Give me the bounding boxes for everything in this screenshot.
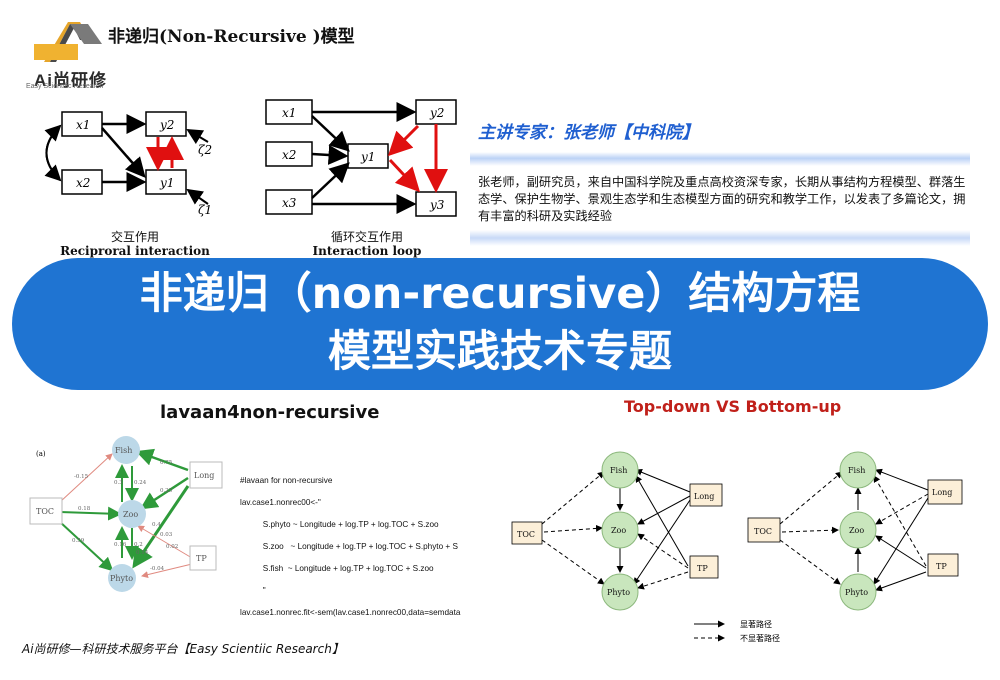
expert-description: 张老师，副研究员，来自中国科学院及重点高校资深专家，长期从事结构方程模型、群落生… xyxy=(478,175,966,223)
node-long: Long xyxy=(194,471,214,480)
page-title: 非递归(Non-Recursive )模型 xyxy=(108,27,355,47)
coef-label: 0.75 xyxy=(160,460,173,466)
node-phyto: Phyto xyxy=(110,574,133,583)
panel-label: (a) xyxy=(36,450,46,458)
coef-label: 0.24 xyxy=(134,480,147,486)
reciprocal-caption-cn: 交互作用 xyxy=(110,230,159,244)
node-x1: x1 xyxy=(282,106,296,120)
node-y1: y1 xyxy=(159,176,174,190)
node-x2: x2 xyxy=(282,148,296,162)
coef-label: 0.02 xyxy=(166,544,178,550)
coef-label: -0.15 xyxy=(74,474,89,480)
footer-text: Ai尚研修—科研技术服务平台【Easy Scientiic Research】 xyxy=(22,642,344,656)
coef-label: 0.25 xyxy=(160,488,173,494)
banner-title-line1: 非递归（non-recursive）结构方程 xyxy=(139,269,861,319)
code-line: #lavaan for non-recursive xyxy=(240,476,333,485)
node-fish: Fish xyxy=(115,446,132,455)
node-y2: y2 xyxy=(429,106,444,120)
node-long: Long xyxy=(932,488,952,497)
loop-caption-en: Interaction loop xyxy=(312,244,422,258)
node-fish: Fish xyxy=(848,466,865,475)
lavaan-path-diagram: (a) Fish Zoo Phyto TOC Long TP -0.15 0.3… xyxy=(29,436,223,592)
node-y3: y3 xyxy=(429,198,445,212)
coef-label: 0.14 xyxy=(136,550,149,556)
node-tp: TP xyxy=(196,554,207,563)
node-x1: x1 xyxy=(76,118,90,132)
legend-dashed: 不显著路径 xyxy=(740,633,780,643)
topdown-diagrams: Fish Zoo Phyto TOC Long TP Fish Zoo Phyt… xyxy=(511,451,963,643)
reciprocal-caption-en: Reciproral interaction xyxy=(60,244,210,258)
logo-icon xyxy=(34,22,102,62)
code-line: " xyxy=(240,586,266,595)
node-zoo: Zoo xyxy=(611,526,626,535)
code-line: S.phyto ~ Longitude + log.TP + log.TOC +… xyxy=(240,520,439,529)
topdown-section-title: Top-down VS Bottom-up xyxy=(624,397,842,416)
node-y1: y1 xyxy=(360,150,375,164)
node-y2: y2 xyxy=(159,118,174,132)
node-toc: TOC xyxy=(517,530,535,539)
node-zeta2: ζ2 xyxy=(198,143,212,157)
node-x3: x3 xyxy=(282,196,297,210)
node-zoo: Zoo xyxy=(123,510,138,519)
node-toc: TOC xyxy=(36,507,54,516)
logo-name: Ai尚研修 xyxy=(34,71,107,90)
node-zoo: Zoo xyxy=(849,526,864,535)
coef-label: 0.4 xyxy=(152,522,161,528)
coef-label: 0.3 xyxy=(114,480,123,486)
coef-label: 0.16 xyxy=(114,542,127,548)
code-line: S.zoo ~ Longitude + log.TP + log.TOC + S… xyxy=(240,542,458,551)
expert-bottom-bar xyxy=(470,230,970,246)
legend-solid: 显著路径 xyxy=(740,619,772,629)
coef-label: 0.59 xyxy=(72,538,85,544)
coef-label: 0.2 xyxy=(134,542,143,548)
coef-label: -0.04 xyxy=(150,566,165,572)
node-tp: TP xyxy=(936,562,947,571)
code-line: lav.case1.nonrec00<-" xyxy=(240,498,321,507)
logo-subtitle: Easy Scientific Research xyxy=(26,83,104,90)
node-long: Long xyxy=(694,492,714,501)
coef-label: 0.18 xyxy=(78,506,91,512)
expert-title-bar xyxy=(470,152,970,166)
node-phyto: Phyto xyxy=(607,588,630,597)
banner-title-line2: 模型实践技术专题 xyxy=(328,327,672,377)
coef-label: 0.03 xyxy=(160,532,173,538)
node-fish: Fish xyxy=(610,466,627,475)
node-x2: x2 xyxy=(76,176,90,190)
lavaan-section-title: lavaan4non-recursive xyxy=(160,402,380,423)
node-toc: TOC xyxy=(754,527,772,536)
lavaan-code-block: #lavaan for non-recursive lav.case1.nonr… xyxy=(240,470,462,624)
interaction-loop-diagram: x1 x2 x3 y1 y2 y3 xyxy=(265,99,457,217)
reciprocal-interaction-diagram: x1 x2 y2 y1 ζ2 ζ1 xyxy=(44,111,212,217)
code-line: lav.case1.nonrec.fit<-sem(lav.case1.nonr… xyxy=(240,608,461,617)
node-zeta1: ζ1 xyxy=(198,203,212,217)
node-tp: TP xyxy=(697,564,708,573)
loop-caption-cn: 循环交互作用 xyxy=(330,230,403,244)
code-line: S.fish ~ Longitude + log.TP + log.TOC + … xyxy=(240,564,434,573)
expert-title: 主讲专家：张老师【中科院】 xyxy=(478,123,699,143)
node-phyto: Phyto xyxy=(845,588,868,597)
title-banner xyxy=(12,258,988,390)
